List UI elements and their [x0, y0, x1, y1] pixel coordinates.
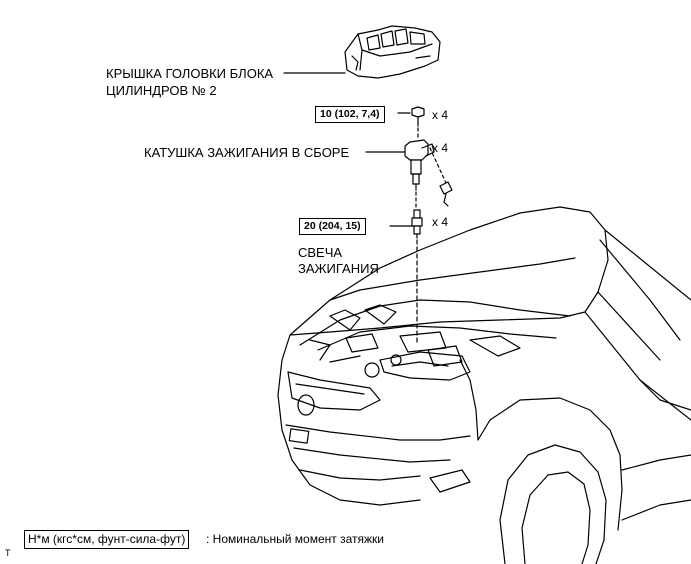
car-front-icon — [277, 206, 691, 564]
spark-plug-label-line1: СВЕЧА — [298, 245, 343, 260]
spark-plug-label-line2: ЗАЖИГАНИЯ — [298, 261, 379, 276]
cylinder-head-cover-icon — [344, 25, 441, 79]
bolt-torque-spec: 10 (102, 7,4) — [315, 106, 385, 123]
cover-label-line2: ЦИЛИНДРОВ № 2 — [106, 83, 217, 98]
ignition-coil-icon — [404, 139, 435, 191]
torque-legend-unit-box: Н*м (кгс*см, фунт-сила-фут) — [24, 530, 190, 549]
ignition-coil-label: КАТУШКА ЗАЖИГАНИЯ В СБОРЕ — [144, 145, 350, 160]
bolt-icon — [411, 106, 425, 127]
torque-legend-description: : Номинальный момент затяжки — [206, 532, 384, 546]
bolt-quantity: x 4 — [432, 108, 449, 122]
corner-mark: T — [5, 548, 11, 558]
spark-plug-icon — [411, 209, 423, 239]
coil-connector-icon — [439, 181, 453, 207]
coil-quantity: x 4 — [432, 141, 449, 155]
plug-quantity: x 4 — [432, 215, 449, 229]
connector-guide-line — [429, 147, 447, 184]
cover-label-line1: КРЫШКА ГОЛОВКИ БЛОКА — [106, 66, 274, 81]
plug-torque-spec: 20 (204, 15) — [299, 218, 366, 235]
